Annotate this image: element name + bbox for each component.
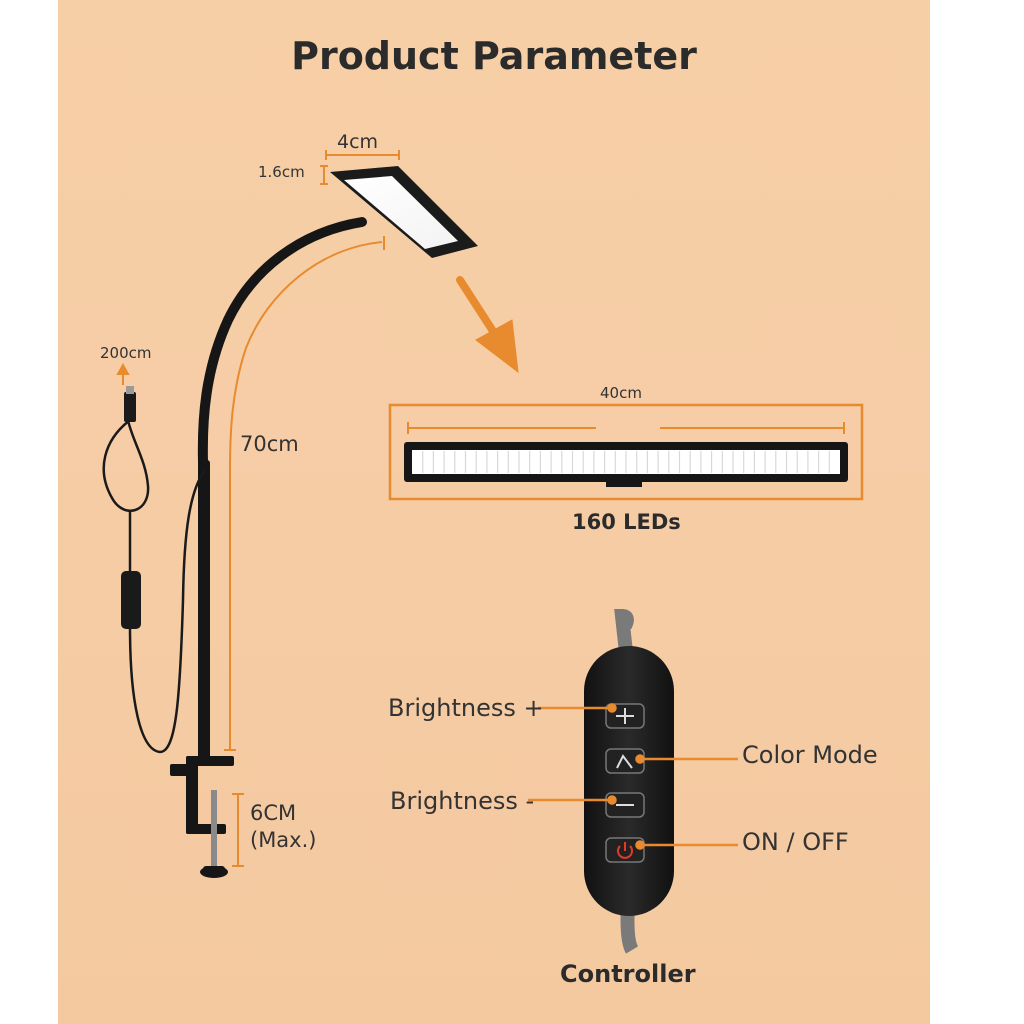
usb-cable <box>102 419 207 754</box>
arm-length-label: 70cm <box>240 432 299 456</box>
usb-plug <box>124 392 136 422</box>
lamp-pole <box>198 460 210 760</box>
usb-plug-tip <box>126 386 134 394</box>
head-width-label: 4cm <box>337 131 379 153</box>
controller-callouts <box>528 703 738 850</box>
zoom-arrow <box>456 276 519 374</box>
controller-device <box>584 608 674 954</box>
clamp-capacity-note: (Max.) <box>250 828 317 852</box>
led-panel-detail <box>388 403 864 501</box>
panel-length-label: 40cm <box>600 384 642 402</box>
cable-length-dimension <box>116 362 130 385</box>
desk-clamp <box>170 756 234 878</box>
controller-title: Controller <box>560 960 696 988</box>
page-title: Product Parameter <box>291 34 697 78</box>
color-mode-label: Color Mode <box>742 741 878 769</box>
cable-length-label: 200cm <box>100 344 152 362</box>
led-count-label: 160 LEDs <box>572 510 681 534</box>
on-off-label: ON / OFF <box>742 828 849 856</box>
brightness-plus-label: Brightness + <box>388 694 544 722</box>
inline-switch <box>121 571 141 629</box>
brightness-minus-label: Brightness - <box>390 787 535 815</box>
clamp-dimension <box>232 793 244 867</box>
clamp-capacity-value: 6CM <box>250 801 297 825</box>
led-cells <box>422 451 830 473</box>
lamp-head <box>330 166 478 258</box>
clamp-capacity-label: 6CM (Max.) <box>250 800 316 854</box>
head-height-label: 1.6cm <box>258 163 305 181</box>
head-width-dimension <box>325 150 400 160</box>
gooseneck-arm <box>197 217 367 467</box>
head-height-dimension <box>320 165 328 185</box>
arm-length-dimension <box>224 236 385 751</box>
power-icon[interactable] <box>605 837 645 863</box>
